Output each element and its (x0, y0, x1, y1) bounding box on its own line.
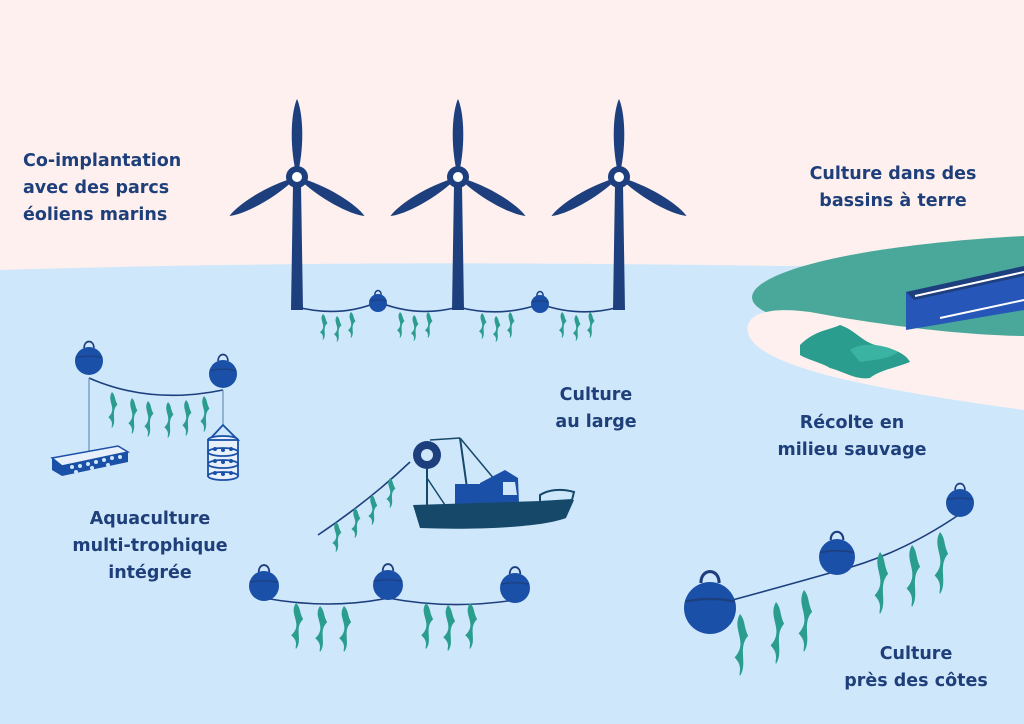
seaweed-frond (425, 312, 433, 338)
rope-line (317, 461, 411, 536)
seaweed-frond (348, 312, 356, 338)
wind-turbine (229, 99, 365, 310)
seaweed-frond (443, 605, 456, 651)
wind-turbine (551, 99, 687, 310)
rope-line (296, 301, 620, 313)
label-land-tank-culture: Culture dans des bassins à terre (809, 164, 977, 211)
buoy (531, 290, 549, 313)
lantern-net (206, 423, 241, 481)
seaweed-frond (559, 312, 567, 338)
seaweed-frond (798, 590, 813, 652)
buoy (249, 564, 279, 601)
label-imta: Aquaculture multi-trophique intégrée (72, 509, 228, 583)
seaweed-frond (411, 315, 419, 341)
seaweed-frond (182, 400, 192, 436)
shellfish-cage (50, 445, 131, 476)
wild-seaweed-patch (800, 325, 910, 379)
seaweed-frond (906, 545, 921, 607)
buoy (500, 566, 530, 603)
seaweed-frond (339, 606, 352, 652)
seaweed-frond (734, 614, 749, 676)
seaweed-frond (332, 522, 342, 552)
seaweed-frond (291, 603, 304, 649)
wind-turbine (390, 99, 526, 310)
buoy (209, 353, 237, 388)
seaweed-frond (351, 508, 361, 538)
seaweed-frond (128, 398, 138, 434)
seaweed-frond (465, 603, 478, 649)
seaweed-frond (493, 316, 501, 342)
seaweed-frond (573, 315, 581, 341)
label-nearshore-culture: Culture près des côtes (844, 644, 988, 691)
buoy (373, 563, 403, 600)
seaweed-frond (200, 396, 210, 432)
seaweed-frond (587, 312, 595, 338)
onshore-tanks (906, 266, 1024, 330)
seaweed-frond (421, 603, 434, 649)
label-wild-harvest: Récolte en milieu sauvage (777, 413, 927, 460)
rope-line (88, 377, 224, 397)
buoy (369, 289, 387, 312)
seaweed-frond (507, 312, 515, 338)
label-offshore-wind-co-location: Co-implantation avec des parcs éoliens m… (23, 151, 182, 225)
buoy (946, 482, 974, 517)
fishing-boat (413, 437, 576, 529)
seaweed-frond (479, 313, 487, 339)
buoy (684, 569, 736, 634)
seaweed-frond (874, 552, 889, 614)
seaweed-frond (397, 312, 405, 338)
seaweed-frond (164, 402, 174, 438)
buoy (75, 340, 103, 375)
seaweed-frond (315, 606, 328, 652)
buoy (819, 530, 855, 575)
label-offshore-culture: Culture au large (555, 385, 637, 432)
seaweed-frond (386, 478, 396, 508)
seaweed-frond (334, 316, 342, 342)
seaweed-frond (770, 602, 785, 664)
seaweed-frond (144, 401, 154, 437)
seaweed-frond (368, 495, 378, 525)
seaweed-frond (108, 392, 118, 428)
seaweed-frond (934, 532, 949, 594)
seaweed-frond (320, 314, 328, 340)
